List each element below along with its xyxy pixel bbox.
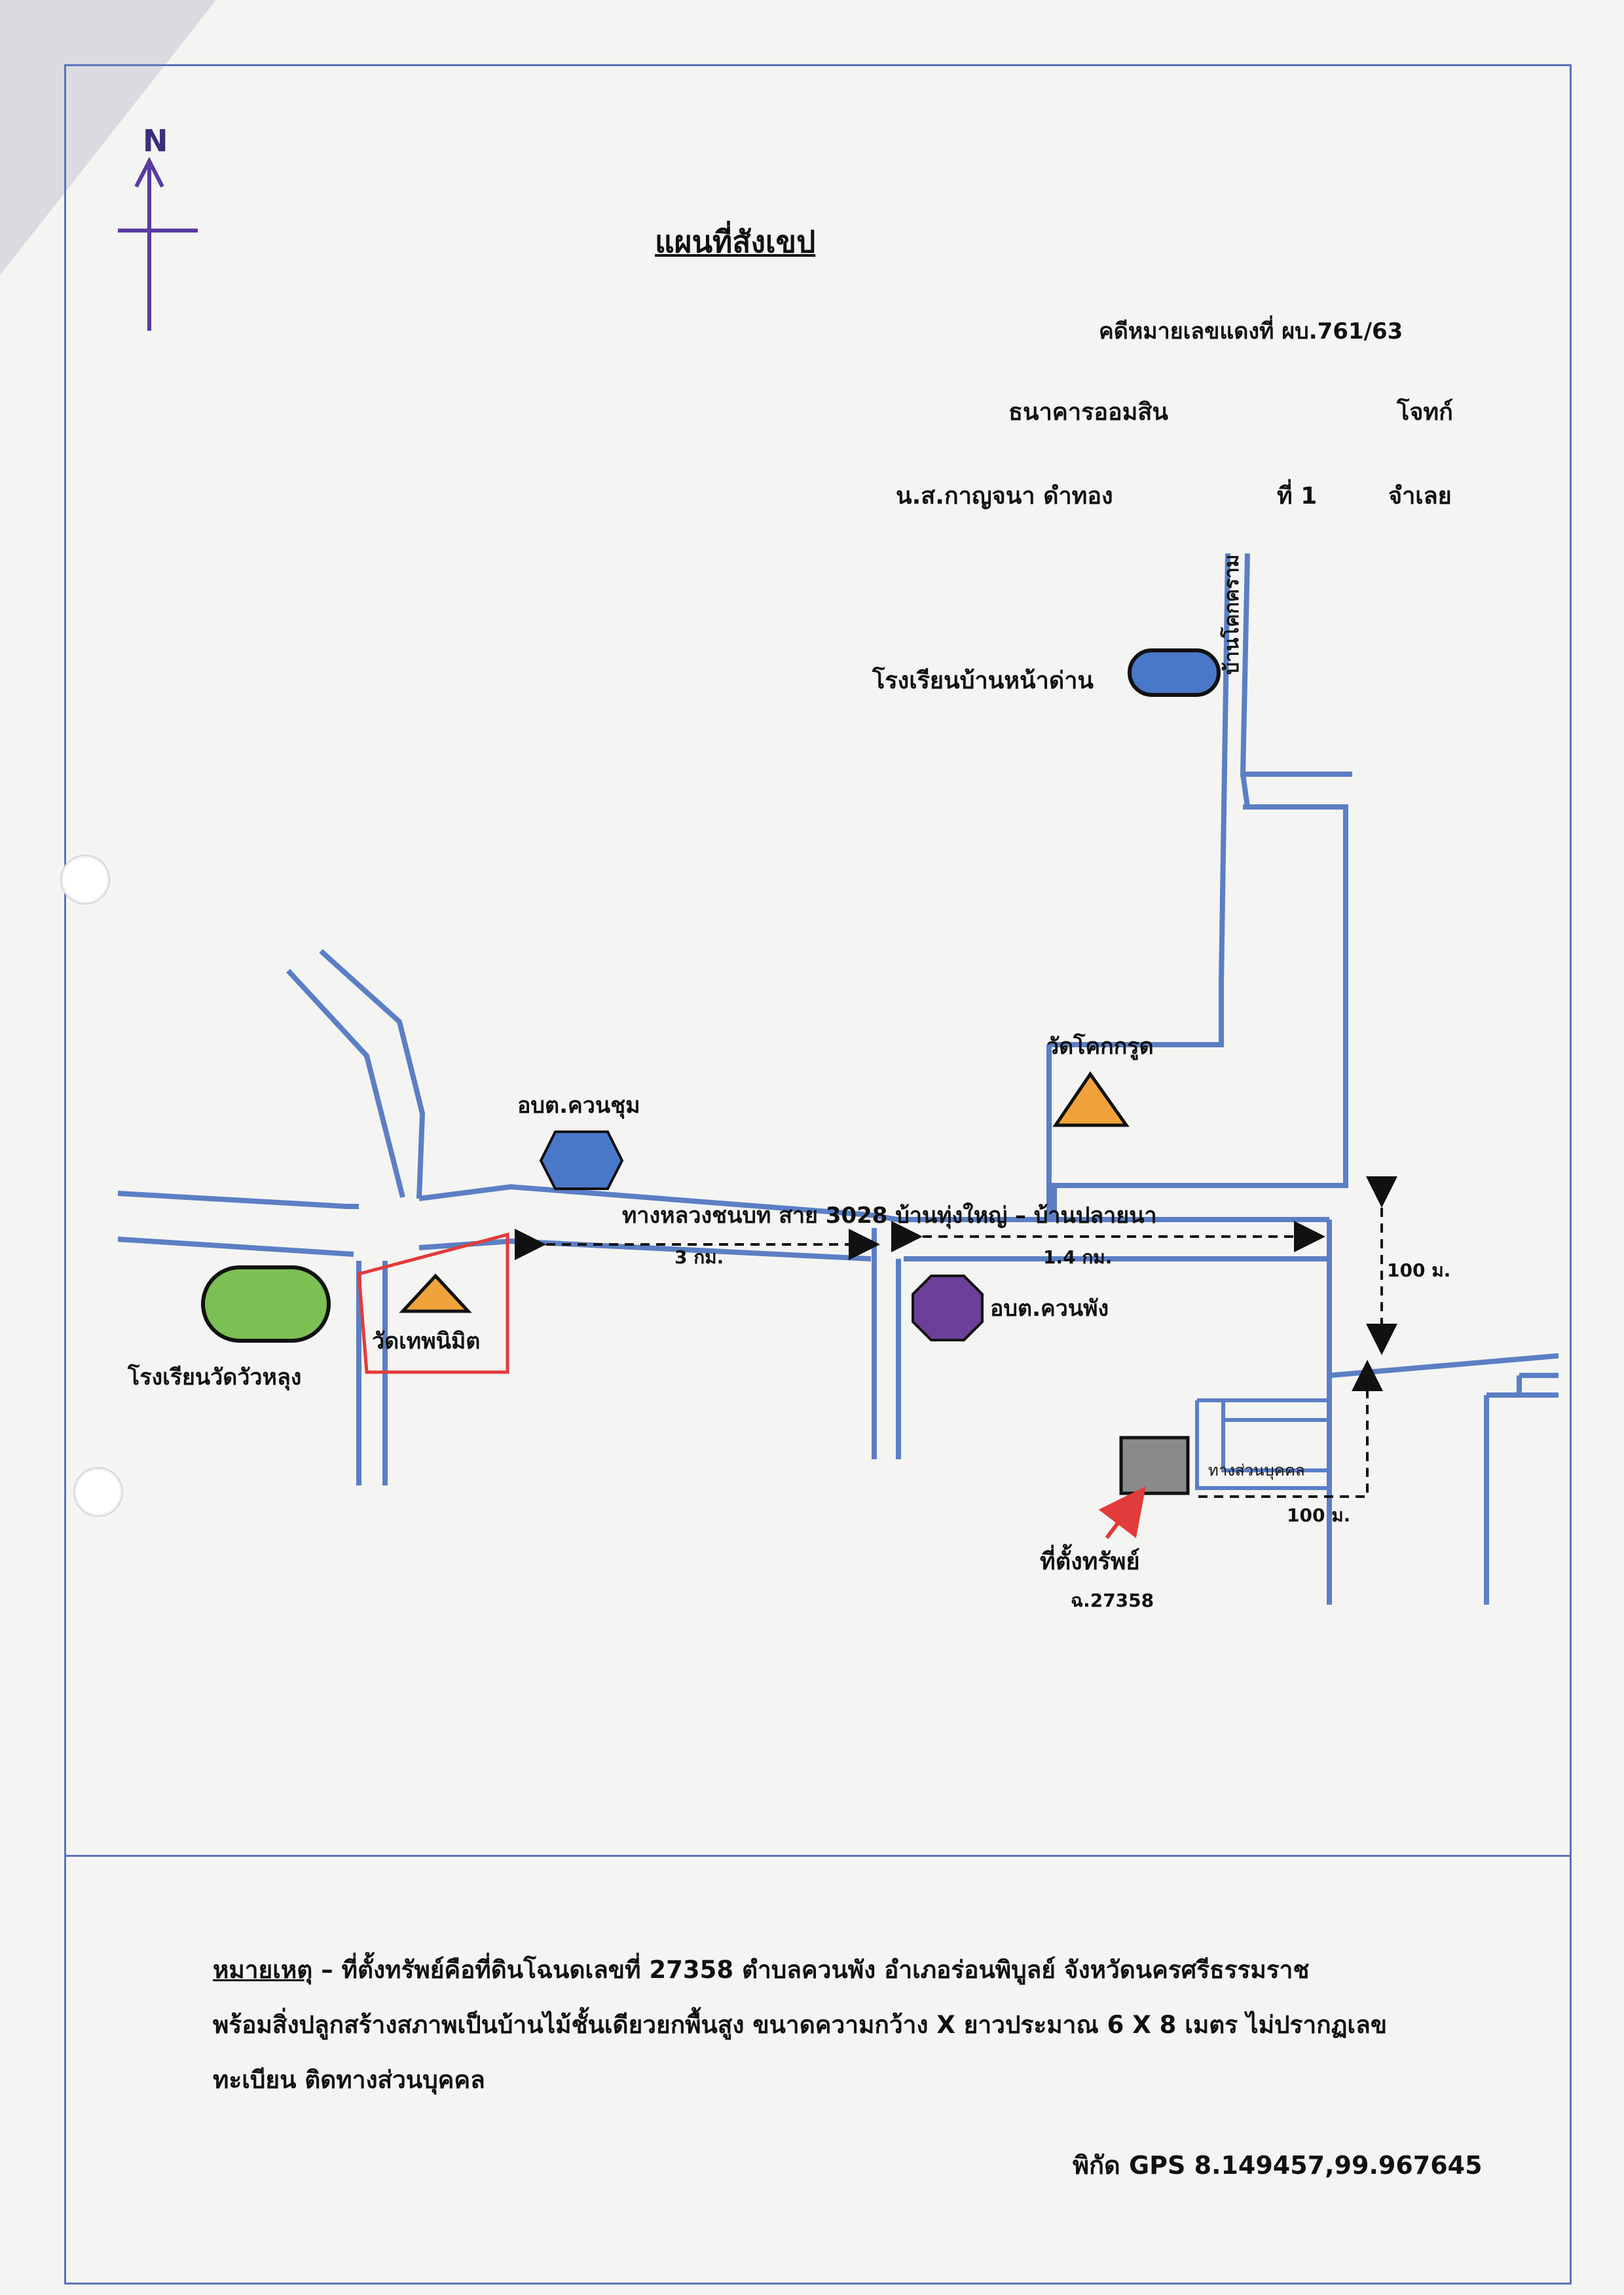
obt-khuan-phang-marker (912, 1275, 984, 1341)
note-text-1: – ที่ตั้งทรัพย์คือที่ดินโฉนดเลขที่ 27358… (321, 1956, 1310, 1984)
private-road-label: ทางส่วนบุคคล (1208, 1461, 1305, 1480)
punch-hole-top (60, 855, 110, 905)
property-label: ที่ตั้งทรัพย์ (1040, 1548, 1140, 1575)
school-na-dan-label: โรงเรียนบ้านหน้าด่าน (872, 667, 1094, 694)
gps-coordinates: พิกัด GPS 8.149457,99.967645 (1073, 2151, 1483, 2180)
notes-divider (64, 1855, 1572, 1857)
property-pointer-arrow (1098, 1486, 1146, 1539)
note-line-2: พร้อมสิ่งปลูกสร้างสภาพเป็นบ้านไม้ชั้นเดี… (213, 2011, 1388, 2039)
distance-100m-vertical-label: 100 ม. (1387, 1259, 1451, 1281)
note-line-3: ทะเบียน ติดทางส่วนบุคคล (213, 2066, 485, 2094)
plaintiff-role: โจทก์ (1397, 399, 1453, 426)
defendant-role: จำเลย (1388, 483, 1452, 510)
side-road-label: บ้านโคกคราม (1221, 554, 1244, 675)
case-number: คดีหมายเลขแดงที่ ผบ.761/63 (1099, 318, 1403, 345)
distance-100m-horizontal-arrow (1198, 1360, 1383, 1498)
compass-letter: N (143, 123, 168, 159)
distance-100m-horizontal-label: 100 ม. (1287, 1504, 1351, 1526)
wat-thep-nimit-marker (399, 1273, 472, 1313)
note-label: หมายเหตุ (213, 1956, 313, 1984)
note-line-1: หมายเหตุ – ที่ตั้งทรัพย์คือที่ดินโฉนดเลข… (213, 1950, 1310, 1989)
obt-khuan-chum-marker (539, 1130, 624, 1190)
page-title: แผนที่สังเขป (655, 224, 816, 259)
highway-3028 (117, 1184, 1329, 1261)
punch-hole-bottom (73, 1467, 123, 1517)
wat-thep-nimit-boundary (357, 1232, 509, 1374)
road-khuan-phang (872, 1228, 901, 1459)
obt-khuan-chum-label: อบต.ควนชุม (517, 1092, 640, 1119)
wat-khok-krut-label: วัดโคกกรูด (1046, 1034, 1154, 1060)
school-na-dan-marker (1128, 648, 1221, 697)
north-arrow-icon (118, 157, 198, 331)
deed-number: ฉ.27358 (1071, 1590, 1154, 1611)
private-road (1195, 1398, 1329, 1490)
map-frame (64, 64, 1572, 2285)
defendant-order: ที่ 1 (1277, 483, 1318, 510)
wat-thep-nimit-label: วัดเทพนิมิต (372, 1328, 481, 1354)
defendant-name: น.ส.กาญจนา ดำทอง (896, 483, 1113, 510)
wat-khok-krut-marker (1052, 1071, 1130, 1127)
school-wat-wa-lung-label: โรงเรียนวัดวัวหลุง (128, 1364, 302, 1390)
obt-khuan-phang-label: อบต.ควนพัง (990, 1296, 1109, 1322)
distance-3km-label: 3 กม. (674, 1246, 724, 1268)
property-marker (1119, 1436, 1190, 1495)
distance-1-4km-label: 1.4 กม. (1043, 1246, 1113, 1268)
road-north (1046, 553, 1352, 1218)
school-wat-wa-lung-marker (201, 1265, 331, 1343)
plaintiff-name: ธนาคารออมสิน (1008, 399, 1168, 426)
highway-label: ทางหลวงชนบท สาย 3028 บ้านทุ่งใหญ่ – บ้าน… (622, 1203, 1157, 1229)
road-northwest (286, 949, 426, 1199)
